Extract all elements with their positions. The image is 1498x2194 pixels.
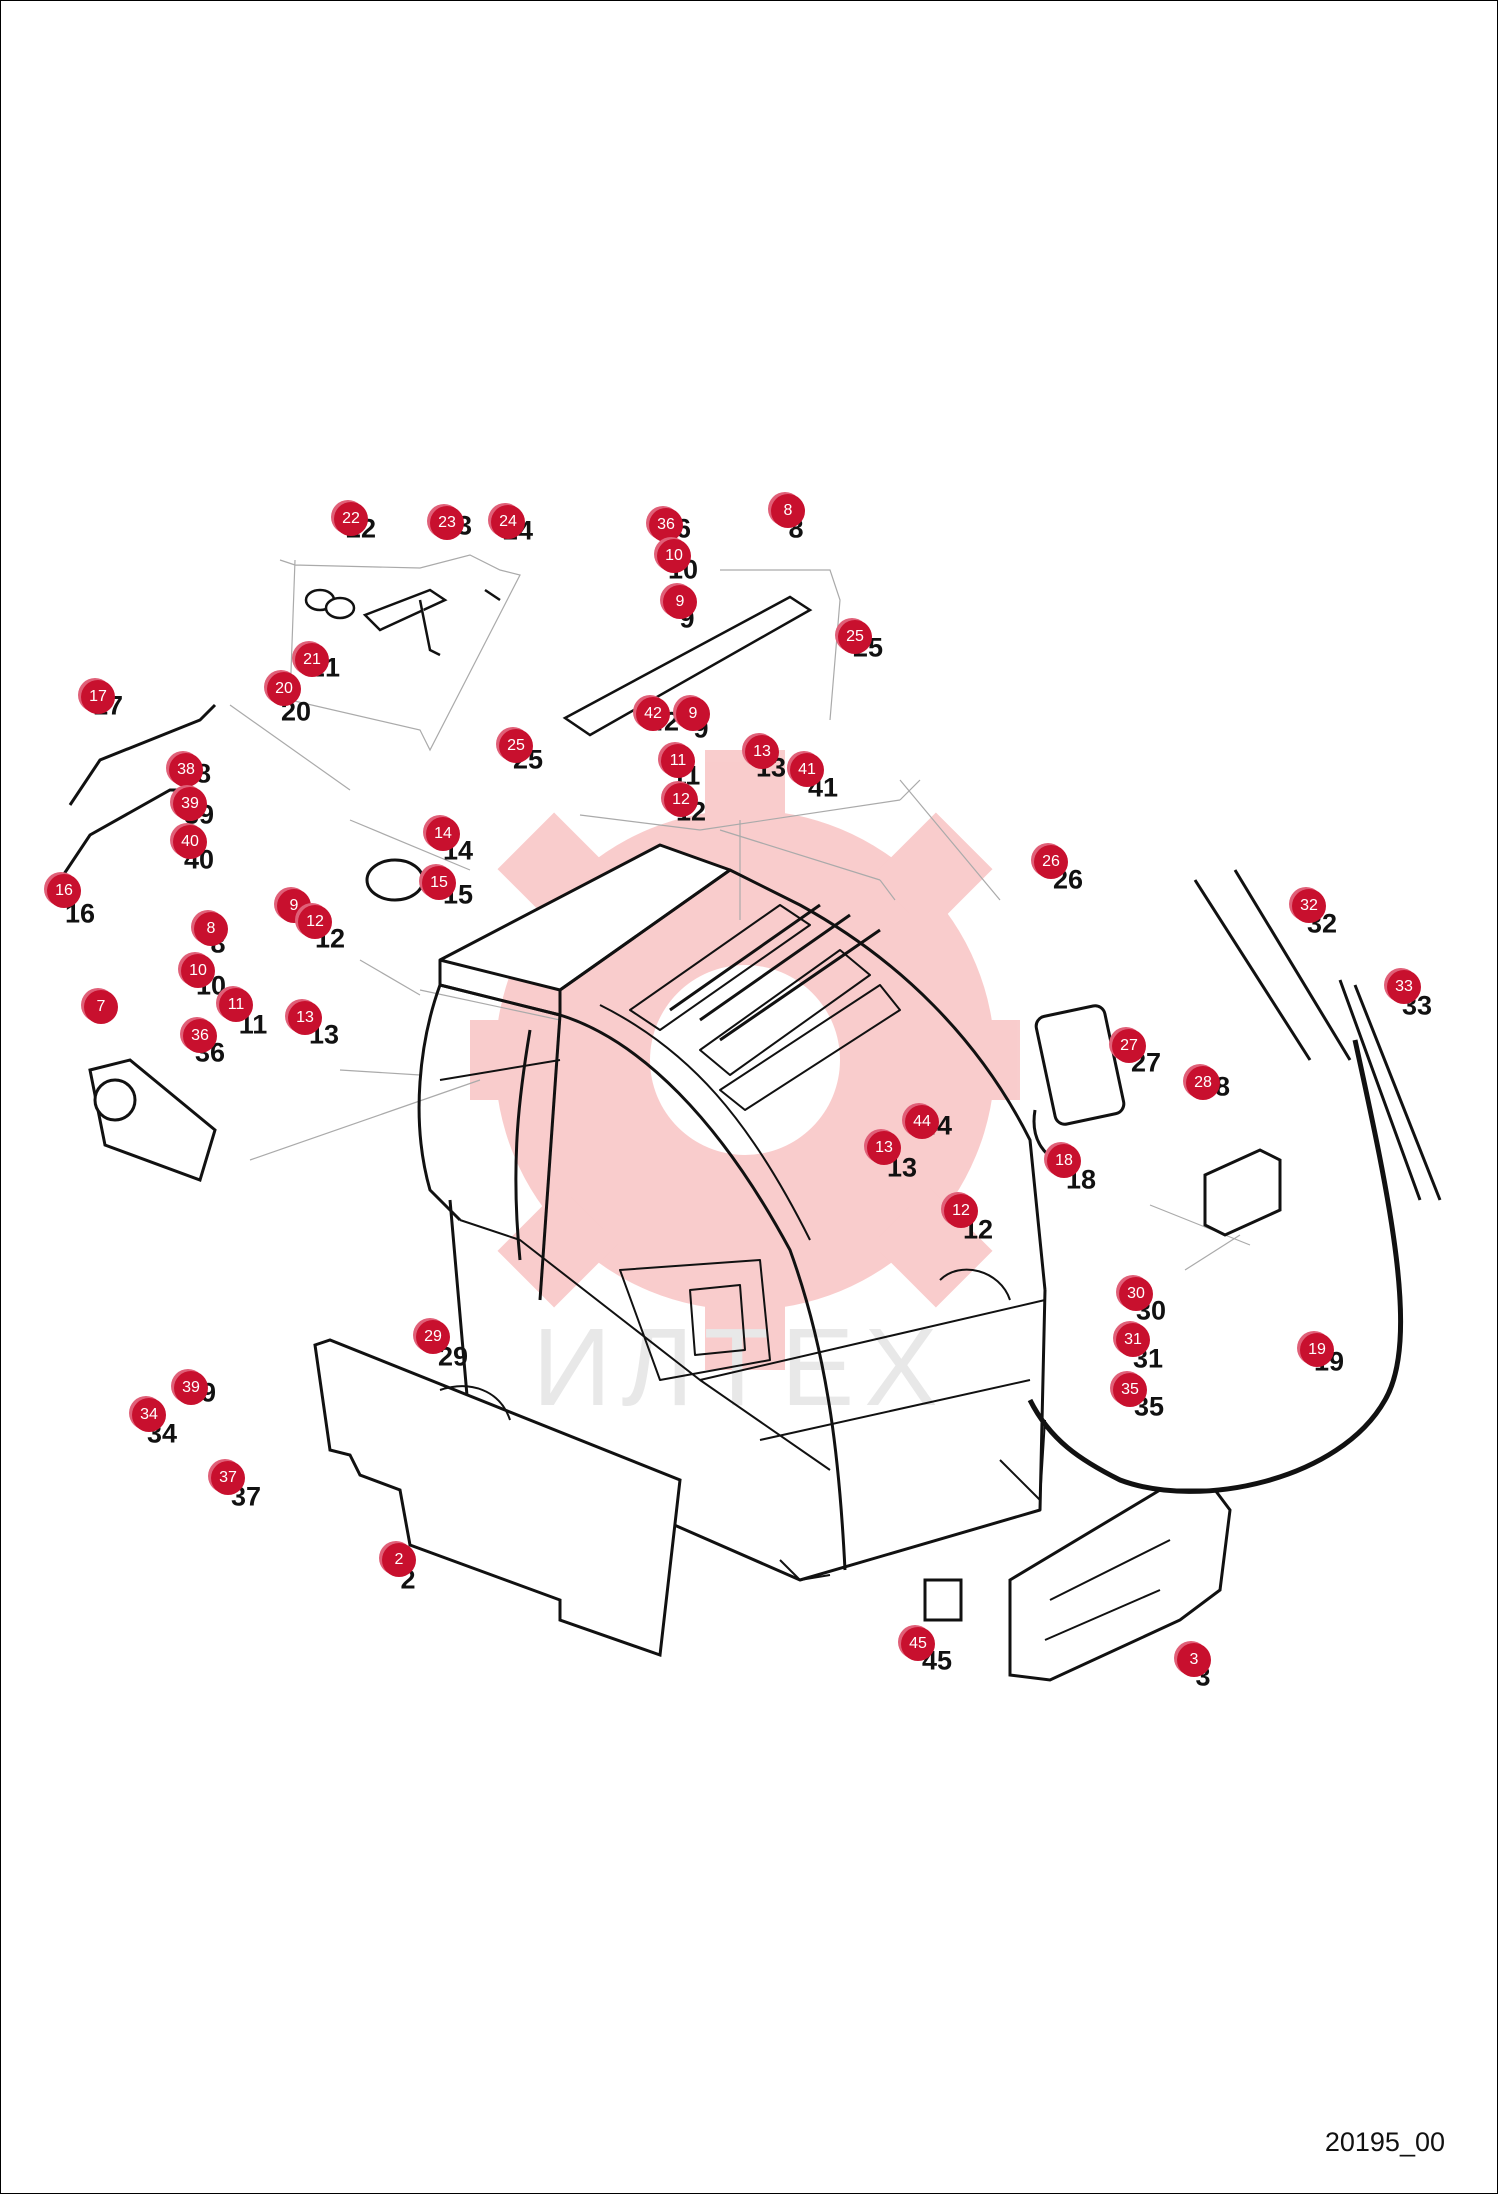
callout-badge-31[interactable]: 31 — [1116, 1323, 1150, 1357]
callout-badge-23[interactable]: 23 — [430, 506, 464, 540]
callout-badge-3[interactable]: 3 — [1177, 1643, 1211, 1677]
callout-badge-42[interactable]: 42 — [636, 697, 670, 731]
callout-badge-10[interactable]: 10 — [181, 954, 215, 988]
callout-badge-10[interactable]: 10 — [657, 539, 691, 573]
callout-badge-39[interactable]: 39 — [174, 1371, 208, 1405]
callout-badge-22[interactable]: 22 — [334, 502, 368, 536]
callout-badge-12[interactable]: 12 — [664, 783, 698, 817]
callout-badge-40[interactable]: 40 — [173, 825, 207, 859]
callout-badge-25[interactable]: 25 — [499, 729, 533, 763]
callout-badge-12[interactable]: 12 — [944, 1194, 978, 1228]
callout-badge-13[interactable]: 13 — [745, 735, 779, 769]
callout-badge-13[interactable]: 13 — [867, 1131, 901, 1165]
callout-badge-21[interactable]: 21 — [295, 643, 329, 677]
callout-badge-20[interactable]: 20 — [267, 672, 301, 706]
callout-badge-45[interactable]: 45 — [901, 1627, 935, 1661]
callout-badge-32[interactable]: 32 — [1292, 889, 1326, 923]
callout-badge-8[interactable]: 8 — [771, 494, 805, 528]
washer-bracket — [1203, 1148, 1282, 1237]
wiper-arms — [1193, 869, 1442, 1201]
callout-badge-2[interactable]: 2 — [382, 1543, 416, 1577]
callout-badge-13[interactable]: 13 — [288, 1001, 322, 1035]
mirror — [1032, 1004, 1126, 1167]
watermark-text: ИЛТЕХ — [532, 1306, 947, 1429]
callout-badge-28[interactable]: 28 — [1186, 1066, 1220, 1100]
side-panel — [313, 1338, 682, 1658]
callout-badge-9[interactable]: 9 — [676, 697, 710, 731]
callout-badge-24[interactable]: 24 — [491, 505, 525, 539]
callout-badge-26[interactable]: 26 — [1034, 845, 1068, 879]
callout-badge-25[interactable]: 25 — [838, 620, 872, 654]
callout-badge-12[interactable]: 12 — [298, 905, 332, 939]
callout-badge-44[interactable]: 44 — [905, 1105, 939, 1139]
callout-badge-41[interactable]: 41 — [790, 753, 824, 787]
callout-badge-9[interactable]: 9 — [663, 585, 697, 619]
callout-badge-7[interactable]: 7 — [84, 990, 118, 1024]
leader-lines — [229, 554, 1251, 1271]
drawing-code: 20195_00 — [1324, 2127, 1445, 2157]
callout-badge-11[interactable]: 11 — [661, 744, 695, 778]
callout-badge-15[interactable]: 15 — [422, 866, 456, 900]
callout-badge-27[interactable]: 27 — [1112, 1029, 1146, 1063]
washer-hose — [1027, 1039, 1404, 1494]
callout-badge-18[interactable]: 18 — [1047, 1144, 1081, 1178]
callout-badge-39[interactable]: 39 — [173, 787, 207, 821]
callout-badge-33[interactable]: 33 — [1387, 970, 1421, 1004]
callout-badge-11[interactable]: 11 — [219, 988, 253, 1022]
watermark-gear — [470, 750, 1020, 1370]
callout-badge-8[interactable]: 8 — [194, 912, 228, 946]
hinge-assembly — [304, 588, 501, 657]
callout-badge-29[interactable]: 29 — [416, 1320, 450, 1354]
switch — [923, 1578, 963, 1622]
callout-badge-36[interactable]: 36 — [649, 508, 683, 542]
callout-badge-35[interactable]: 35 — [1113, 1373, 1147, 1407]
callout-badge-30[interactable]: 30 — [1119, 1277, 1153, 1311]
grab-handle — [88, 1058, 217, 1182]
callout-badge-16[interactable]: 16 — [47, 874, 81, 908]
callout-badge-14[interactable]: 14 — [426, 817, 460, 851]
roof-plate — [562, 595, 813, 737]
callout-badge-17[interactable]: 17 — [81, 680, 115, 714]
callout-badge-34[interactable]: 34 — [132, 1398, 166, 1432]
callout-badge-36[interactable]: 36 — [183, 1019, 217, 1053]
callout-badge-19[interactable]: 19 — [1300, 1333, 1334, 1367]
callout-badge-38[interactable]: 38 — [169, 753, 203, 787]
work-light — [365, 858, 425, 902]
callout-badge-37[interactable]: 37 — [211, 1461, 245, 1495]
